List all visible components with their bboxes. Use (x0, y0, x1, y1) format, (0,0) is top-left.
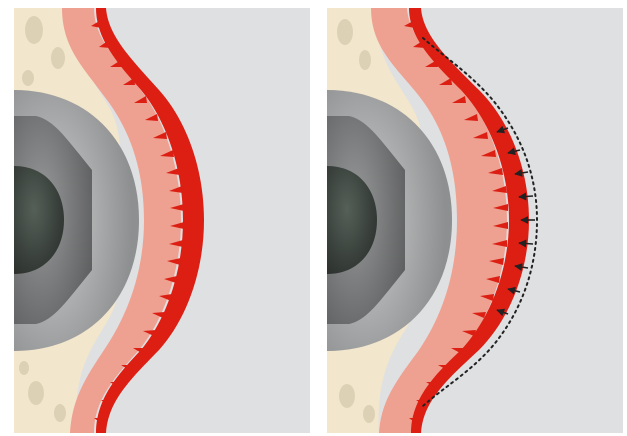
panel-after (327, 8, 623, 433)
arrow (519, 243, 533, 244)
arrow (519, 196, 533, 197)
panel-before (14, 8, 310, 433)
panel-after-svg (327, 8, 623, 433)
panel-before-svg (14, 8, 310, 433)
